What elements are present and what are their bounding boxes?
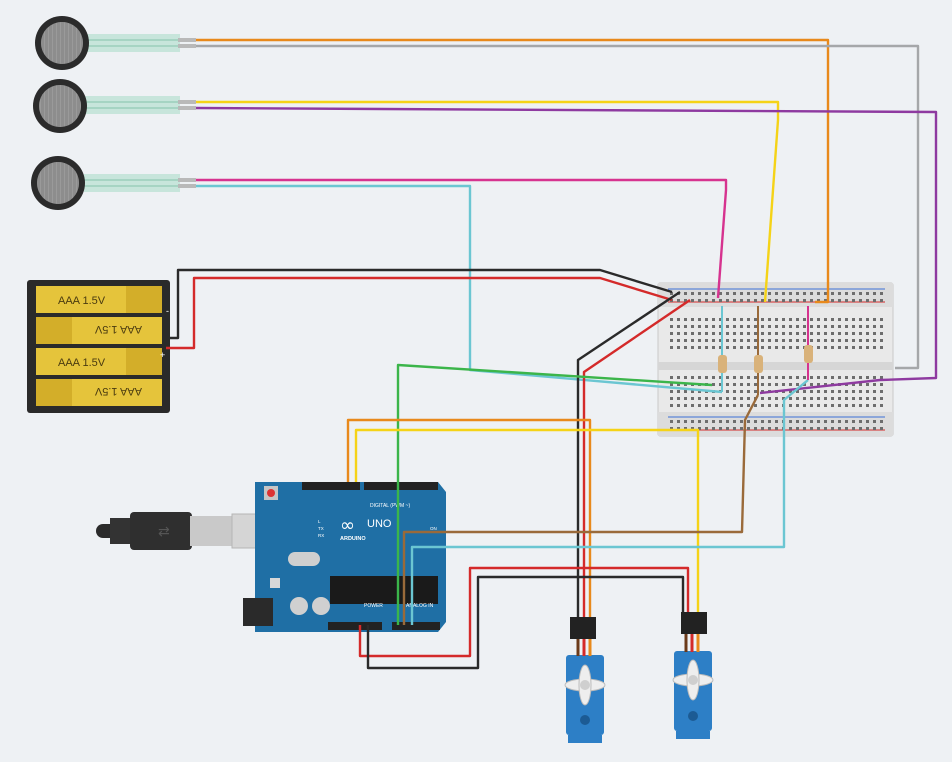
wire-yellow-servo2[interactable] [354,428,700,612]
force-sensor-3[interactable] [31,156,196,210]
wire-brown[interactable] [402,394,760,625]
wire-gray-sensor1[interactable] [196,44,920,370]
svg-text:⇄: ⇄ [158,524,170,540]
digital-pins-label: DIGITAL (PWM ~) [370,503,410,509]
battery-cell: AAA 1.5V [36,348,162,375]
resistor-1[interactable] [718,306,727,392]
infinity-logo-icon: ∞ [340,515,355,536]
force-sensor-1[interactable] [35,16,196,70]
wire-orange-servo1[interactable] [346,418,592,617]
wire-black-battery[interactable] [170,268,673,340]
wire-yellow-sensor2[interactable] [196,100,780,303]
battery-cell-label: AAA 1.5V [58,295,106,307]
power-pins-label: POWER [364,603,383,609]
servo-2[interactable] [672,612,714,739]
usb-cable[interactable]: ⇄ [96,512,259,550]
rx-label: RX [318,533,324,538]
wire-magenta-sensor3[interactable] [196,178,728,299]
battery-cell: AAA 1.5V [36,379,162,406]
battery-cell-label: AAA 1.5V [94,323,142,335]
l-led-label: L [318,519,321,524]
battery-plus-sign: + [160,350,165,360]
arduino-brand-label: ARDUINO [340,536,366,542]
breadboard[interactable] [657,282,894,437]
wire-green[interactable] [396,363,713,625]
tx-label: TX [318,526,324,531]
wire-red-servo1[interactable] [582,299,691,617]
wire-cyan-sensor3[interactable] [196,184,723,394]
wire-red-battery[interactable] [166,276,673,350]
wire-red-servo2[interactable] [358,566,690,658]
force-sensor-2[interactable] [33,79,196,133]
battery-cell: AAA 1.5V [36,317,162,344]
servo-1[interactable] [564,617,606,743]
resistor-2[interactable] [754,306,763,395]
battery-minus-sign: - [166,306,169,316]
battery-pack[interactable]: AAA 1.5V AAA 1.5V AAA 1.5V AAA 1.5V - + [27,280,170,413]
wire-black-servo2[interactable] [366,575,685,670]
arduino-model-label: UNO [367,518,392,530]
arduino-uno[interactable]: ∞ UNO ARDUINO DIGITAL (PWM ~) POWER ANAL… [243,482,446,632]
battery-cell-label: AAA 1.5V [58,357,106,369]
battery-cell-label: AAA 1.5V [94,385,142,397]
on-led-label: ON [430,526,437,531]
breadboard-holes [670,292,883,430]
wire-purple-sensor2[interactable] [195,106,938,395]
resistor-3[interactable] [804,306,813,380]
battery-cell: AAA 1.5V [36,286,162,313]
wire-cyan-analog[interactable] [410,379,809,625]
analog-pins-label: ANALOG IN [406,603,434,609]
wire-orange-sensor1[interactable] [196,38,830,304]
